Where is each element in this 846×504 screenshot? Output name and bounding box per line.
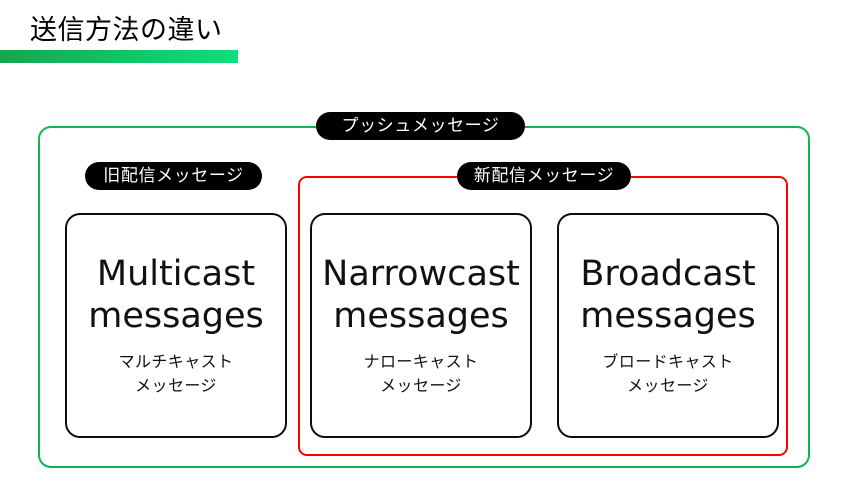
card-narrowcast: Narrowcast messages ナローキャスト メッセージ (310, 213, 532, 438)
new-delivery-message-label: 新配信メッセージ (457, 162, 631, 190)
card-title-en-line1: Multicast (96, 254, 256, 294)
page-title: 送信方法の違い (30, 15, 223, 46)
card-title-ja: マルチキャスト メッセージ (119, 350, 234, 398)
card-title-en-line2: messages (88, 296, 264, 336)
card-title-en: Multicast messages (88, 253, 264, 337)
card-title-ja-line2: メッセージ (380, 376, 462, 395)
card-title-en-line1: Narrowcast (322, 254, 520, 294)
push-message-label: プッシュメッセージ (316, 112, 525, 140)
card-title-ja-line1: マルチキャスト (118, 352, 234, 371)
card-title-ja-line2: メッセージ (627, 376, 709, 395)
title-accent-bar (0, 50, 238, 63)
card-title-en-line1: Broadcast (580, 254, 756, 294)
card-title-ja: ブロードキャスト メッセージ (602, 350, 733, 398)
card-multicast: Multicast messages マルチキャスト メッセージ (65, 213, 287, 438)
card-broadcast: Broadcast messages ブロードキャスト メッセージ (557, 213, 779, 438)
card-title-ja: ナローキャスト メッセージ (364, 350, 479, 398)
slide-title-area: 送信方法の違い (0, 0, 846, 70)
card-title-ja-line2: メッセージ (135, 376, 217, 395)
card-title-en-line2: messages (580, 296, 756, 336)
card-title-en-line2: messages (333, 296, 509, 336)
card-title-ja-line1: ナローキャスト (363, 352, 479, 371)
card-title-en: Broadcast messages (580, 253, 756, 337)
old-delivery-message-label: 旧配信メッセージ (85, 162, 262, 190)
card-title-en: Narrowcast messages (322, 253, 520, 337)
card-title-ja-line1: ブロードキャスト (602, 352, 734, 371)
